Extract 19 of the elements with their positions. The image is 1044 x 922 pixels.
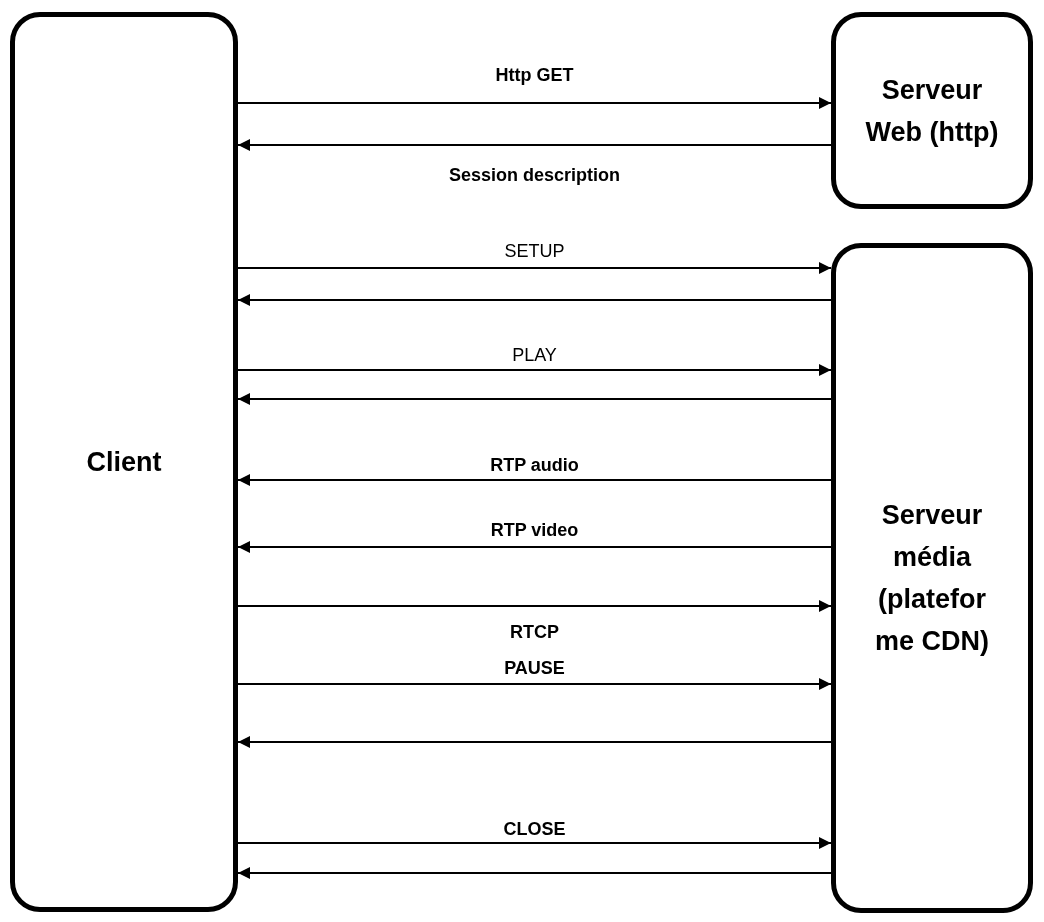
lifeline-box: [831, 12, 1033, 209]
message-arrow: [237, 474, 832, 486]
message-arrow: [237, 262, 832, 274]
message-arrow: [237, 867, 832, 879]
message-arrow: [237, 736, 832, 748]
lifeline-box: [831, 243, 1033, 913]
message-arrow: [237, 678, 832, 690]
message-arrow: [237, 837, 832, 849]
participant-name: Serveur média (platefor me CDN): [874, 499, 990, 658]
participant-name: Serveur Web (http): [864, 73, 1000, 149]
message-arrow: [237, 393, 832, 405]
message-arrow: [237, 97, 832, 109]
message-arrow: [237, 364, 832, 376]
message-arrow: [237, 541, 832, 553]
message-arrow: [237, 294, 832, 306]
message-arrow: [237, 600, 832, 612]
participant-name: Client: [85, 446, 163, 479]
lifeline-box: [10, 12, 238, 912]
message-arrow: [237, 139, 832, 151]
